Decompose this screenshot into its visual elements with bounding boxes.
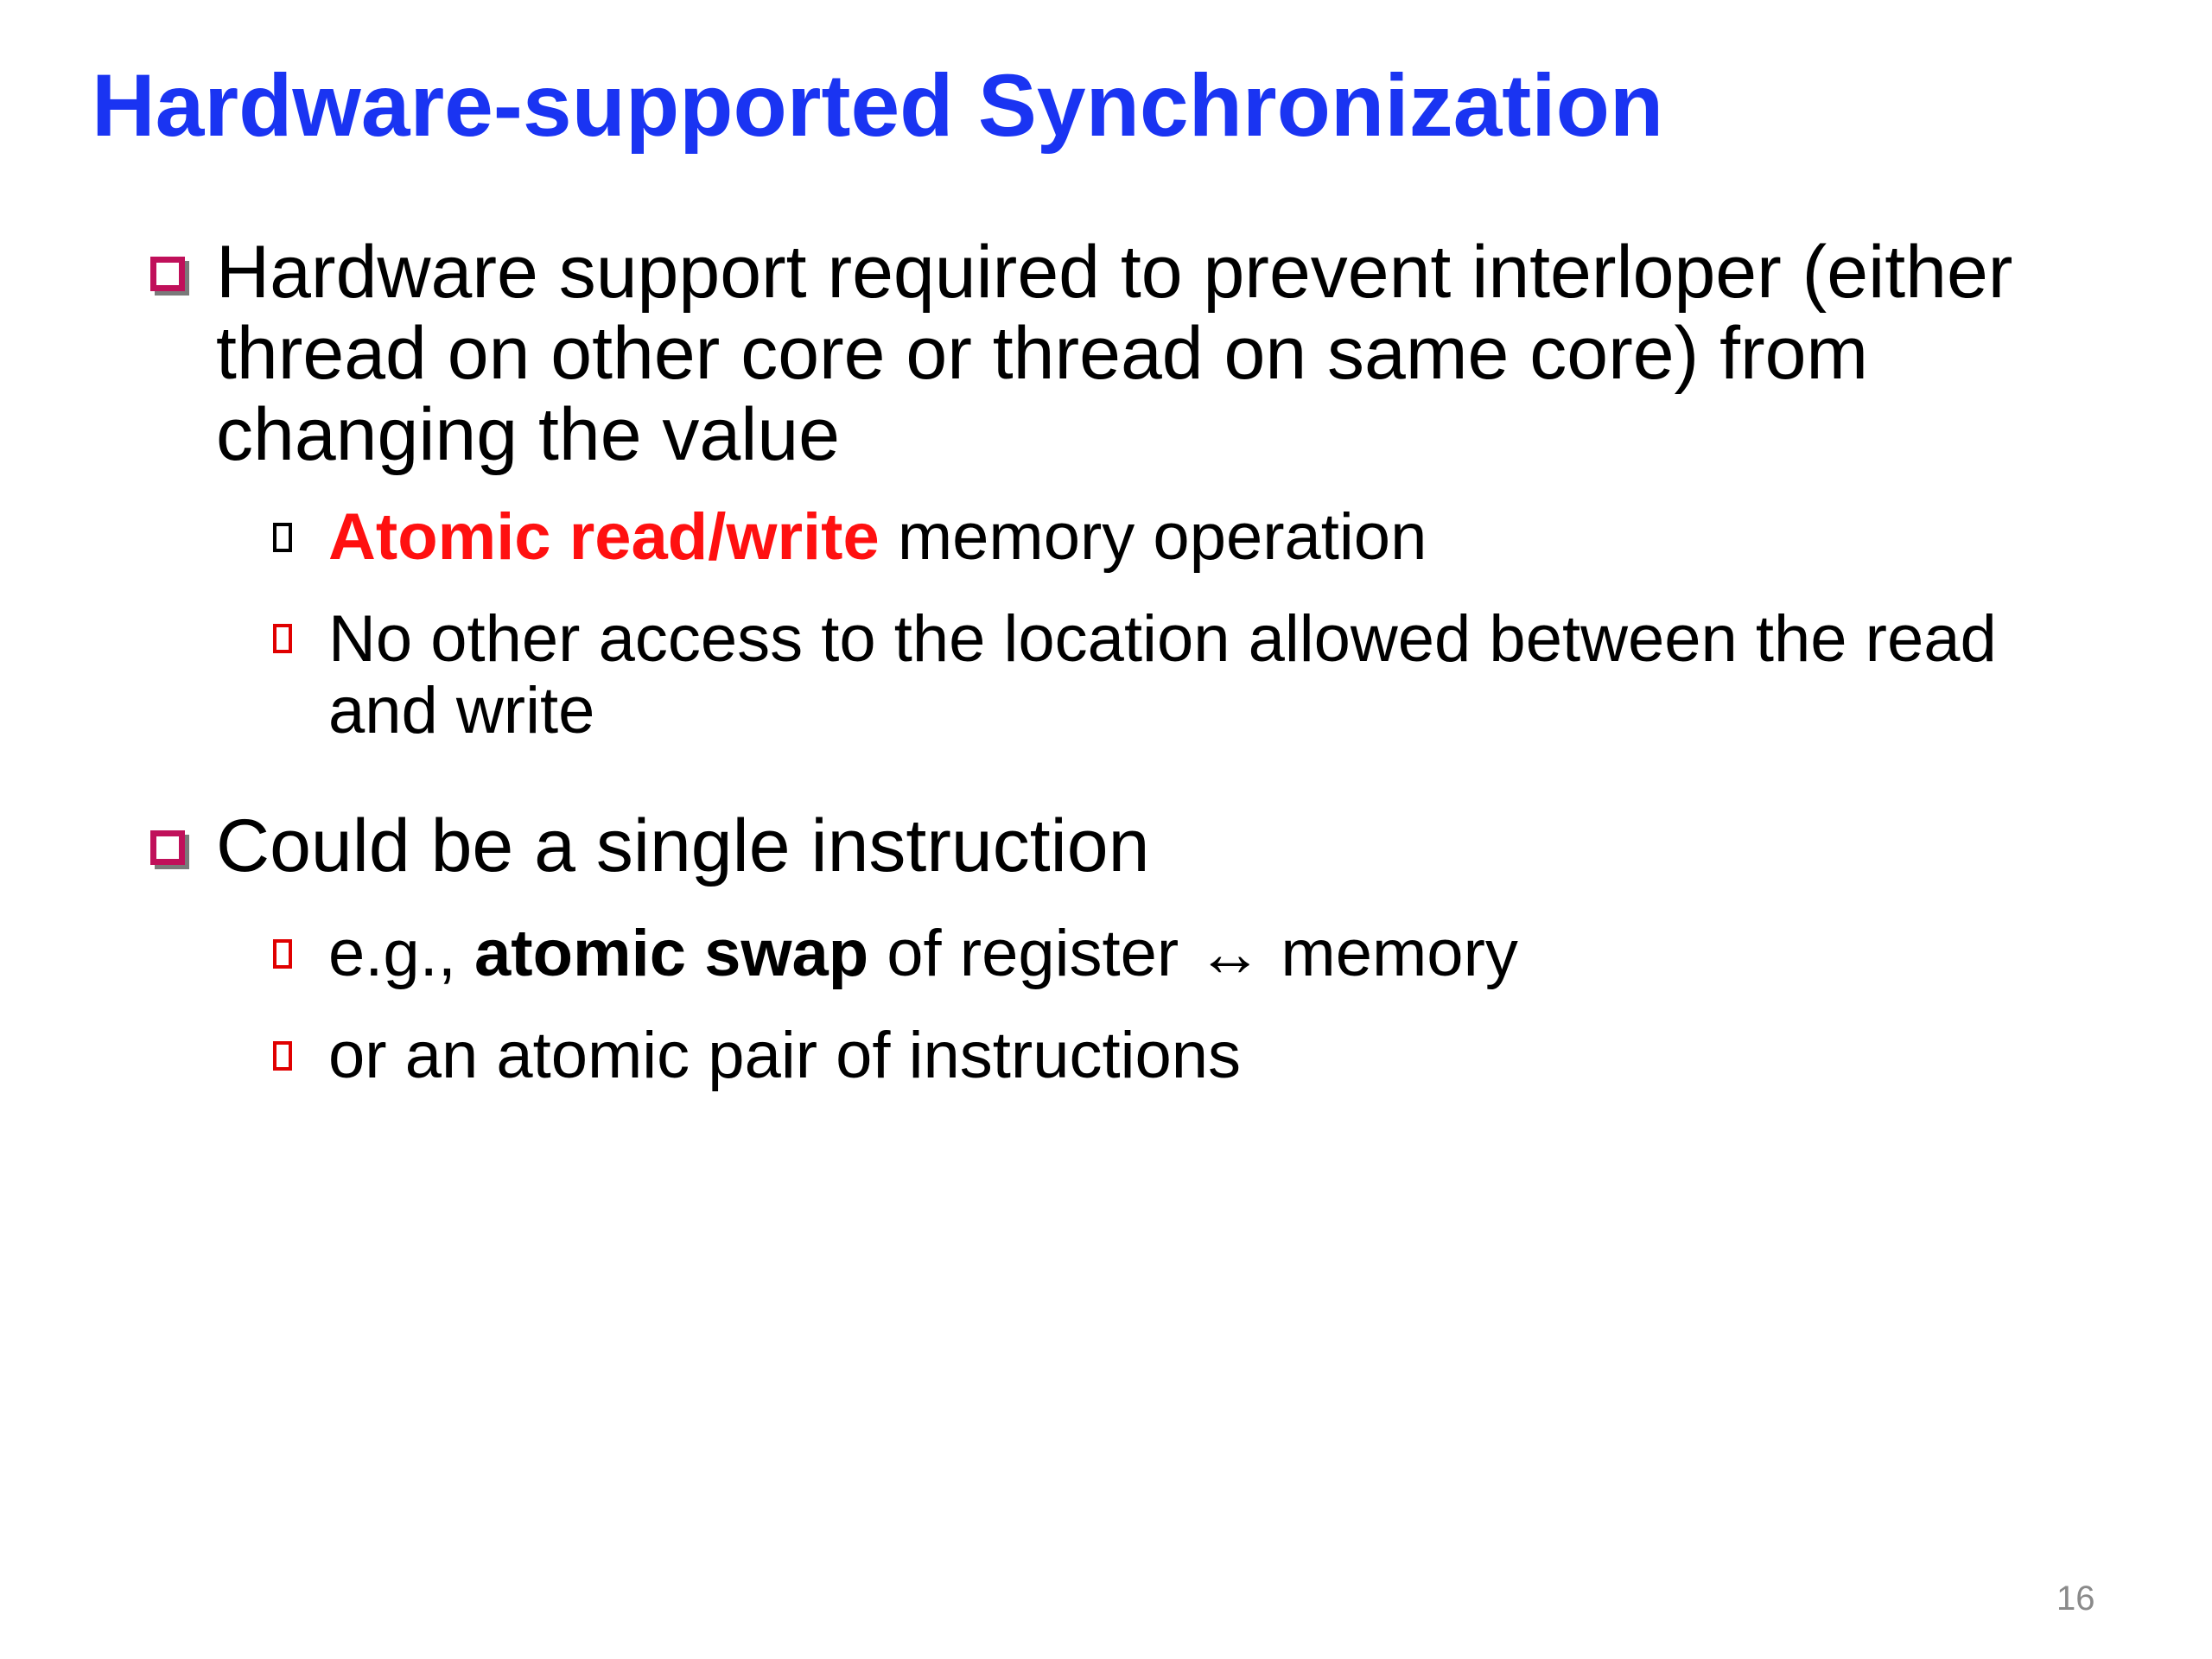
subpoint-2-1: e.g., atomic swap of register ↔ memory <box>328 918 2091 989</box>
subpoint-1-1: Atomic read/write memory operation <box>328 501 2091 573</box>
subpoint-1-1-rest: memory operation <box>879 500 1427 574</box>
atomic-read-write-highlight: Atomic read/write <box>328 500 880 574</box>
subpoint-2-1-prefix: e.g., <box>328 917 474 990</box>
bullet-point-2: Could be a single instruction <box>216 804 1150 887</box>
small-square-bullet-icon <box>273 523 292 552</box>
page-number: 16 <box>2056 1580 2095 1618</box>
bullet-point-1: Hardware support required to prevent int… <box>216 231 2013 476</box>
small-square-bullet-icon <box>273 939 292 969</box>
subpoint-2-2: or an atomic pair of instructions <box>328 1019 1242 1092</box>
square-bullet-icon <box>150 257 185 291</box>
atomic-swap-bold: atomic swap <box>474 917 869 990</box>
square-bullet-icon <box>150 830 185 865</box>
small-square-bullet-icon <box>273 624 292 653</box>
subpoint-2-1-suffix: of register ↔ memory <box>868 917 1518 990</box>
subpoint-1-2: No other access to the location allowed … <box>328 602 1997 747</box>
slide-title: Hardware-supported Synchronization <box>92 56 1664 155</box>
small-square-bullet-icon <box>273 1041 292 1071</box>
